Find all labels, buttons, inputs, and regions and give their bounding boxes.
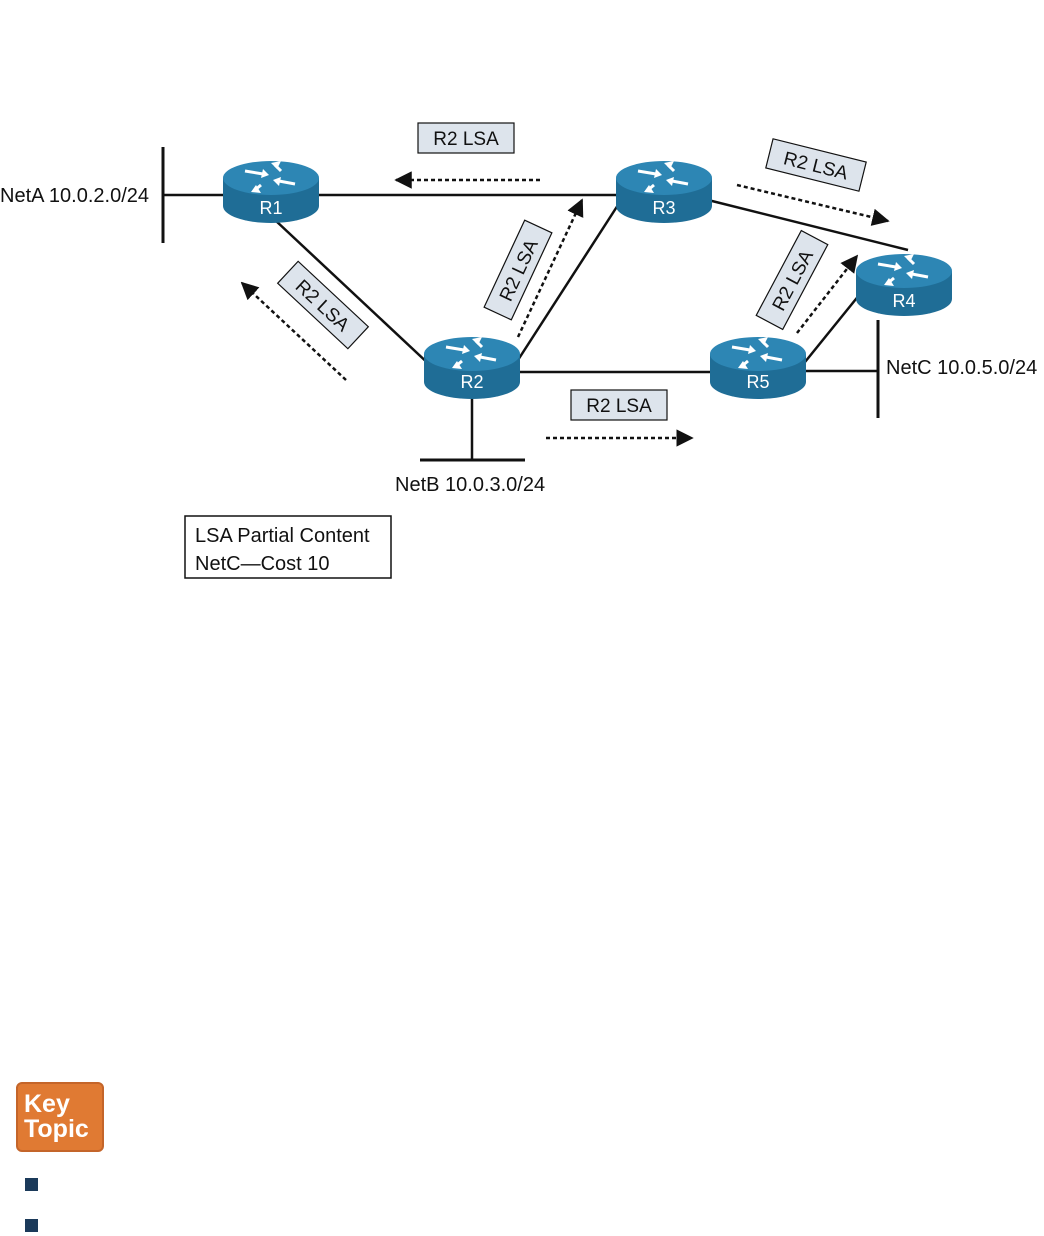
lsa-content-line2: NetC—Cost 10	[195, 553, 330, 575]
svg-text:R2 LSA: R2 LSA	[586, 396, 652, 417]
lsa-content-line1: LSA Partial Content	[195, 525, 370, 547]
svg-text:R3: R3	[652, 198, 675, 218]
link-r3-r4	[707, 198, 909, 252]
link-r5-r4	[804, 293, 861, 363]
neta-label: NetA 10.0.2.0/24	[0, 185, 149, 207]
lsa-tag-r3-to-r4: R2 LSA	[765, 138, 867, 192]
lsa-content-box: LSA Partial Content NetC—Cost 10	[184, 515, 392, 579]
svg-text:R1: R1	[259, 198, 282, 218]
svg-text:R2: R2	[460, 372, 483, 392]
bullet-icon	[25, 1219, 38, 1232]
router-r3: R3	[614, 159, 714, 225]
lsa-tag-r3-to-r1: R2 LSA	[417, 122, 515, 154]
ospf-flooding-diagram: R1 R2 R3 R4 R5 R2 LSA R2 LSA R2 LSA R2 L…	[0, 122, 1037, 579]
lsa-tag-r5-to-r4: R2 LSA	[755, 229, 829, 331]
key-topic-line1: Key	[24, 1090, 70, 1118]
router-r4: R4	[854, 252, 954, 318]
bullet-icon	[25, 1178, 38, 1191]
key-topic-line2: Topic	[24, 1115, 89, 1143]
svg-text:R2 LSA: R2 LSA	[433, 129, 499, 150]
arrow-r2-to-r3	[516, 198, 584, 338]
router-r2: R2	[422, 335, 522, 401]
lsa-tag-r2-to-r5: R2 LSA	[570, 389, 668, 421]
key-topic-icon: Key Topic	[16, 1082, 104, 1152]
svg-text:R5: R5	[746, 372, 769, 392]
link-r1-r2	[274, 219, 433, 368]
router-r5: R5	[708, 335, 808, 401]
svg-text:R4: R4	[892, 291, 915, 311]
router-r1: R1	[221, 159, 321, 225]
arrow-r5-to-r4	[796, 254, 859, 334]
link-r2-r3	[516, 204, 620, 361]
arrow-r3-to-r4	[736, 183, 890, 226]
lsa-tag-r2-to-r3: R2 LSA	[483, 219, 553, 321]
lsa-tag-r2-to-r1: R2 LSA	[276, 260, 370, 350]
netc-label: NetC 10.0.5.0/24	[886, 357, 1037, 379]
netb-label: NetB 10.0.3.0/24	[395, 474, 545, 496]
arrow-r2-to-r1	[240, 281, 347, 381]
